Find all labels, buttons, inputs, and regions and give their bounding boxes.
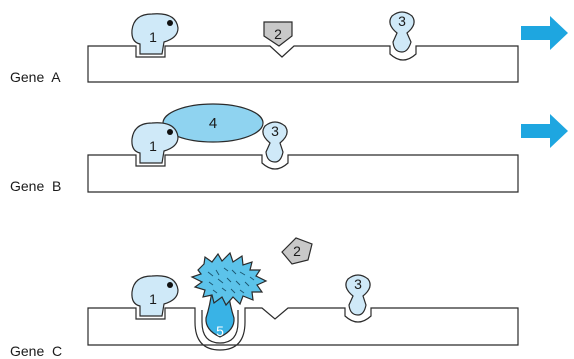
gene-a-factor-2-label: 2 <box>274 26 282 42</box>
gene-a-factor-3: 3 <box>390 12 414 52</box>
gene-a-factor-1-label: 1 <box>149 29 157 45</box>
gene-c: 1 2 3 <box>88 238 518 350</box>
gene-b-factor-3-label: 3 <box>271 123 279 139</box>
gene-a: 1 2 3 <box>88 12 568 82</box>
gene-c-factor-3: 3 <box>346 275 370 315</box>
gene-c-spiky-body <box>192 253 266 305</box>
gene-b-factor-1-label: 1 <box>149 138 157 154</box>
gene-c-factor-1-label: 1 <box>149 291 157 307</box>
gene-c-factor-2: 2 <box>282 238 312 264</box>
gene-a-transcription-arrow <box>521 16 568 50</box>
gene-b-factor-4-label: 4 <box>209 115 217 132</box>
gene-c-factor-5-label: 5 <box>216 323 224 339</box>
gene-b-factor-3: 3 <box>263 122 287 162</box>
gene-a-factor-3-label: 3 <box>398 13 406 29</box>
gene-b: 4 1 3 <box>88 104 568 192</box>
gene-c-factor-2-label: 2 <box>293 243 301 259</box>
gene-b-transcription-arrow <box>521 114 568 148</box>
gene-a-factor-2: 2 <box>264 22 292 46</box>
gene-c-factor-3-label: 3 <box>354 276 362 292</box>
